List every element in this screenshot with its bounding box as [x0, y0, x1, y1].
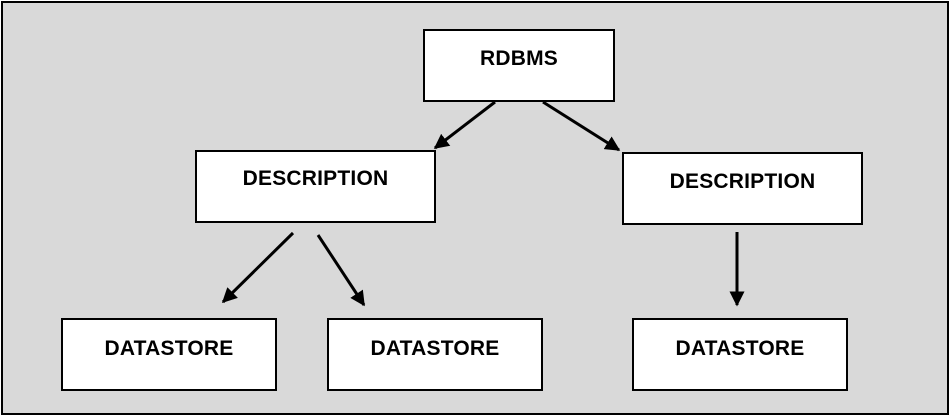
edge-root-to-description-left — [433, 100, 496, 150]
node-description-right-label: DESCRIPTION — [669, 169, 816, 193]
node-datastore-1: DATASTORE — [61, 318, 277, 391]
node-rdbms-label: RDBMS — [480, 46, 558, 70]
node-datastore-3-label: DATASTORE — [675, 336, 805, 360]
node-datastore-2-label: DATASTORE — [370, 336, 500, 360]
edge-description-left-to-datastore-1 — [221, 231, 295, 304]
edge-root-to-description-right — [542, 100, 621, 152]
node-description-left: DESCRIPTION — [195, 150, 436, 223]
node-datastore-1-label: DATASTORE — [104, 336, 234, 360]
node-datastore-2: DATASTORE — [327, 318, 543, 391]
edge-description-left-to-datastore-2 — [316, 234, 366, 307]
node-description-right: DESCRIPTION — [622, 152, 863, 225]
node-description-left-label: DESCRIPTION — [242, 166, 389, 190]
node-rdbms: RDBMS — [423, 29, 615, 102]
node-datastore-3: DATASTORE — [632, 318, 848, 391]
